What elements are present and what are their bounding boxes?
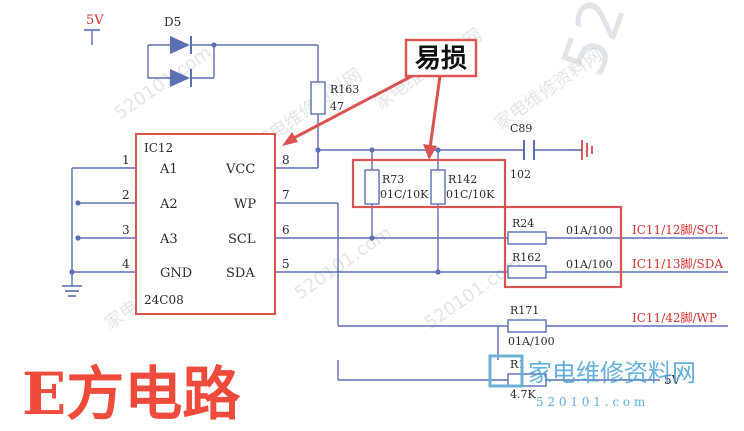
r73-ref: R73 bbox=[382, 173, 404, 186]
junction-dots bbox=[69, 42, 441, 275]
resistor-r163: R163 47 bbox=[310, 81, 359, 115]
ground-symbol-left bbox=[62, 285, 82, 297]
pin-1-num: 1 bbox=[122, 153, 130, 167]
ic-left-pins: 1 A1 2 A2 3 A3 4 GND bbox=[122, 153, 192, 281]
callout-text: 易损 bbox=[415, 44, 467, 74]
resistor-r142: R142 01C/10K bbox=[430, 169, 495, 205]
pin-3-num: 3 bbox=[122, 223, 130, 237]
pin-7-name: WP bbox=[234, 197, 256, 212]
pin-2-num: 2 bbox=[122, 188, 130, 202]
diode-d5: D5 bbox=[164, 15, 192, 87]
ic12-part: 24C08 bbox=[144, 293, 184, 307]
r171-ref: R171 bbox=[510, 304, 539, 317]
net-label-5v: 5V bbox=[664, 373, 681, 387]
pin-8-num: 8 bbox=[282, 153, 290, 167]
r24-value: 01A/100 bbox=[566, 224, 613, 237]
watermark-url: 520101.com bbox=[111, 42, 216, 124]
site-logo-icon bbox=[488, 354, 524, 388]
highlight-box-series-resistors bbox=[503, 205, 623, 289]
site-logo: 家电维修资料网 5 2 0 1 0 1 . c o m bbox=[488, 354, 696, 409]
pin-5-name: SDA bbox=[226, 266, 255, 281]
watermark-url: 520101.com bbox=[548, 0, 742, 85]
pin-3-name: A3 bbox=[159, 232, 178, 247]
site-logo-text: 家电维修资料网 bbox=[528, 359, 696, 387]
resistor-r24: R24 01A/100 bbox=[507, 217, 613, 245]
pin-4-num: 4 bbox=[122, 257, 130, 271]
r1x-value: 4.7K bbox=[510, 388, 536, 401]
r163-ref: R163 bbox=[330, 83, 359, 96]
site-logo-url: 5 2 0 1 0 1 . c o m bbox=[536, 395, 646, 409]
wires bbox=[71, 36, 728, 381]
ground-symbol-cap bbox=[568, 140, 593, 160]
c89-ref: C89 bbox=[510, 122, 532, 135]
callout-vulnerable: 易损 bbox=[282, 38, 478, 160]
pin-1-name: A1 bbox=[159, 162, 178, 177]
pin-6-num: 6 bbox=[282, 223, 290, 237]
watermark-url: 520101.com bbox=[291, 222, 396, 304]
resistor-r171: R171 01A/100 bbox=[507, 304, 555, 348]
r171-value: 01A/100 bbox=[508, 335, 555, 348]
pin-8-name: VCC bbox=[225, 162, 255, 177]
r142-value: 01C/10K bbox=[446, 188, 495, 201]
r163-value: 47 bbox=[330, 100, 344, 113]
c89-value: 102 bbox=[510, 168, 531, 181]
r142-ref: R142 bbox=[448, 173, 477, 186]
resistor-r1x: R1 4.7K bbox=[507, 358, 547, 401]
caption-title: E方电路 bbox=[22, 360, 241, 427]
r162-ref: R162 bbox=[512, 251, 541, 264]
r162-value: 01A/100 bbox=[566, 258, 613, 271]
pin-5-num: 5 bbox=[282, 257, 290, 271]
resistor-r162: R162 01A/100 bbox=[507, 251, 613, 279]
net-label-scl: IC11/12脚/SCL bbox=[632, 222, 722, 237]
net-label-wp: IC11/42脚/WP bbox=[632, 310, 717, 325]
pin-2-name: A2 bbox=[159, 197, 178, 212]
ic-right-pins: 8 VCC 7 WP 6 SCL 5 SDA bbox=[225, 153, 290, 281]
pin-4-name: GND bbox=[160, 266, 192, 281]
ic12-ref: IC12 bbox=[144, 141, 173, 155]
pin-6-name: SCL bbox=[228, 232, 256, 247]
r73-value: 01C/10K bbox=[380, 188, 429, 201]
capacitor-c89: C89 102 bbox=[510, 122, 535, 181]
ic12-eeprom: IC12 24C08 1 A1 2 A2 3 A3 4 GND 8 VCC 7 … bbox=[122, 133, 290, 315]
resistor-r73: R73 01C/10K bbox=[364, 169, 429, 205]
vcc-5v-symbol: 5V bbox=[84, 13, 104, 36]
pin-7-num: 7 bbox=[282, 188, 290, 202]
r24-ref: R24 bbox=[512, 217, 534, 230]
diode-d5-ref: D5 bbox=[164, 15, 181, 29]
vcc-5v-label: 5V bbox=[86, 13, 104, 28]
net-label-sda: IC11/13脚/SDA bbox=[632, 256, 723, 271]
